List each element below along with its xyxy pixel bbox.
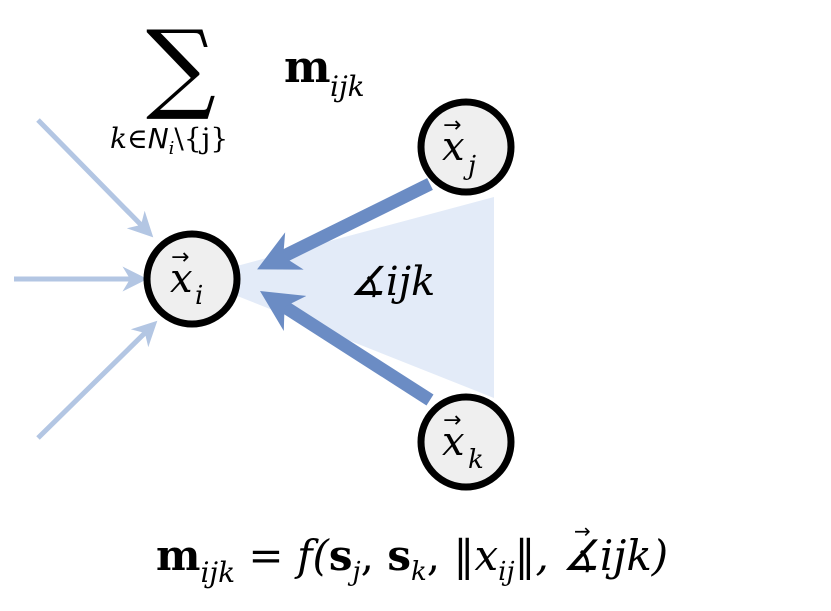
node-j-label: x <box>442 124 465 170</box>
formula-text: mijk = f(sj, sk, ‖xij‖, ∡ijk) <box>156 531 668 589</box>
edge-j-to-i <box>257 178 433 270</box>
node-k-label: x <box>442 419 465 465</box>
vector-arrow-icon: → <box>443 113 461 138</box>
vector-arrow-icon: → <box>443 408 461 433</box>
angle-region <box>192 197 494 398</box>
summation-term-sub: ijk <box>330 70 365 103</box>
node-j[interactable]: x j → <box>417 98 515 196</box>
summation-symbol: ∑ <box>146 10 216 124</box>
node-i-sub: i <box>195 281 203 311</box>
vector-arrow-icon: → <box>574 519 591 543</box>
angle-label: ∡ijk <box>350 259 435 305</box>
message-formula: mijk = f(sj, sk, ‖xij‖, ∡ijk) → <box>156 519 668 589</box>
node-i[interactable]: x i → <box>143 230 241 328</box>
vector-arrow-icon: → <box>171 245 189 270</box>
summation: ∑ m ijk k∈Ni\{j} <box>110 10 365 159</box>
edge-k-to-i <box>259 291 434 406</box>
node-k-sub: k <box>468 445 484 475</box>
incoming-edge-lower <box>36 320 158 440</box>
node-k[interactable]: x k → <box>417 393 515 491</box>
summation-index: k∈Ni\{j} <box>110 122 228 159</box>
incoming-edge-upper <box>36 118 154 238</box>
summation-term: m <box>284 42 331 93</box>
node-i-label: x <box>170 256 193 302</box>
